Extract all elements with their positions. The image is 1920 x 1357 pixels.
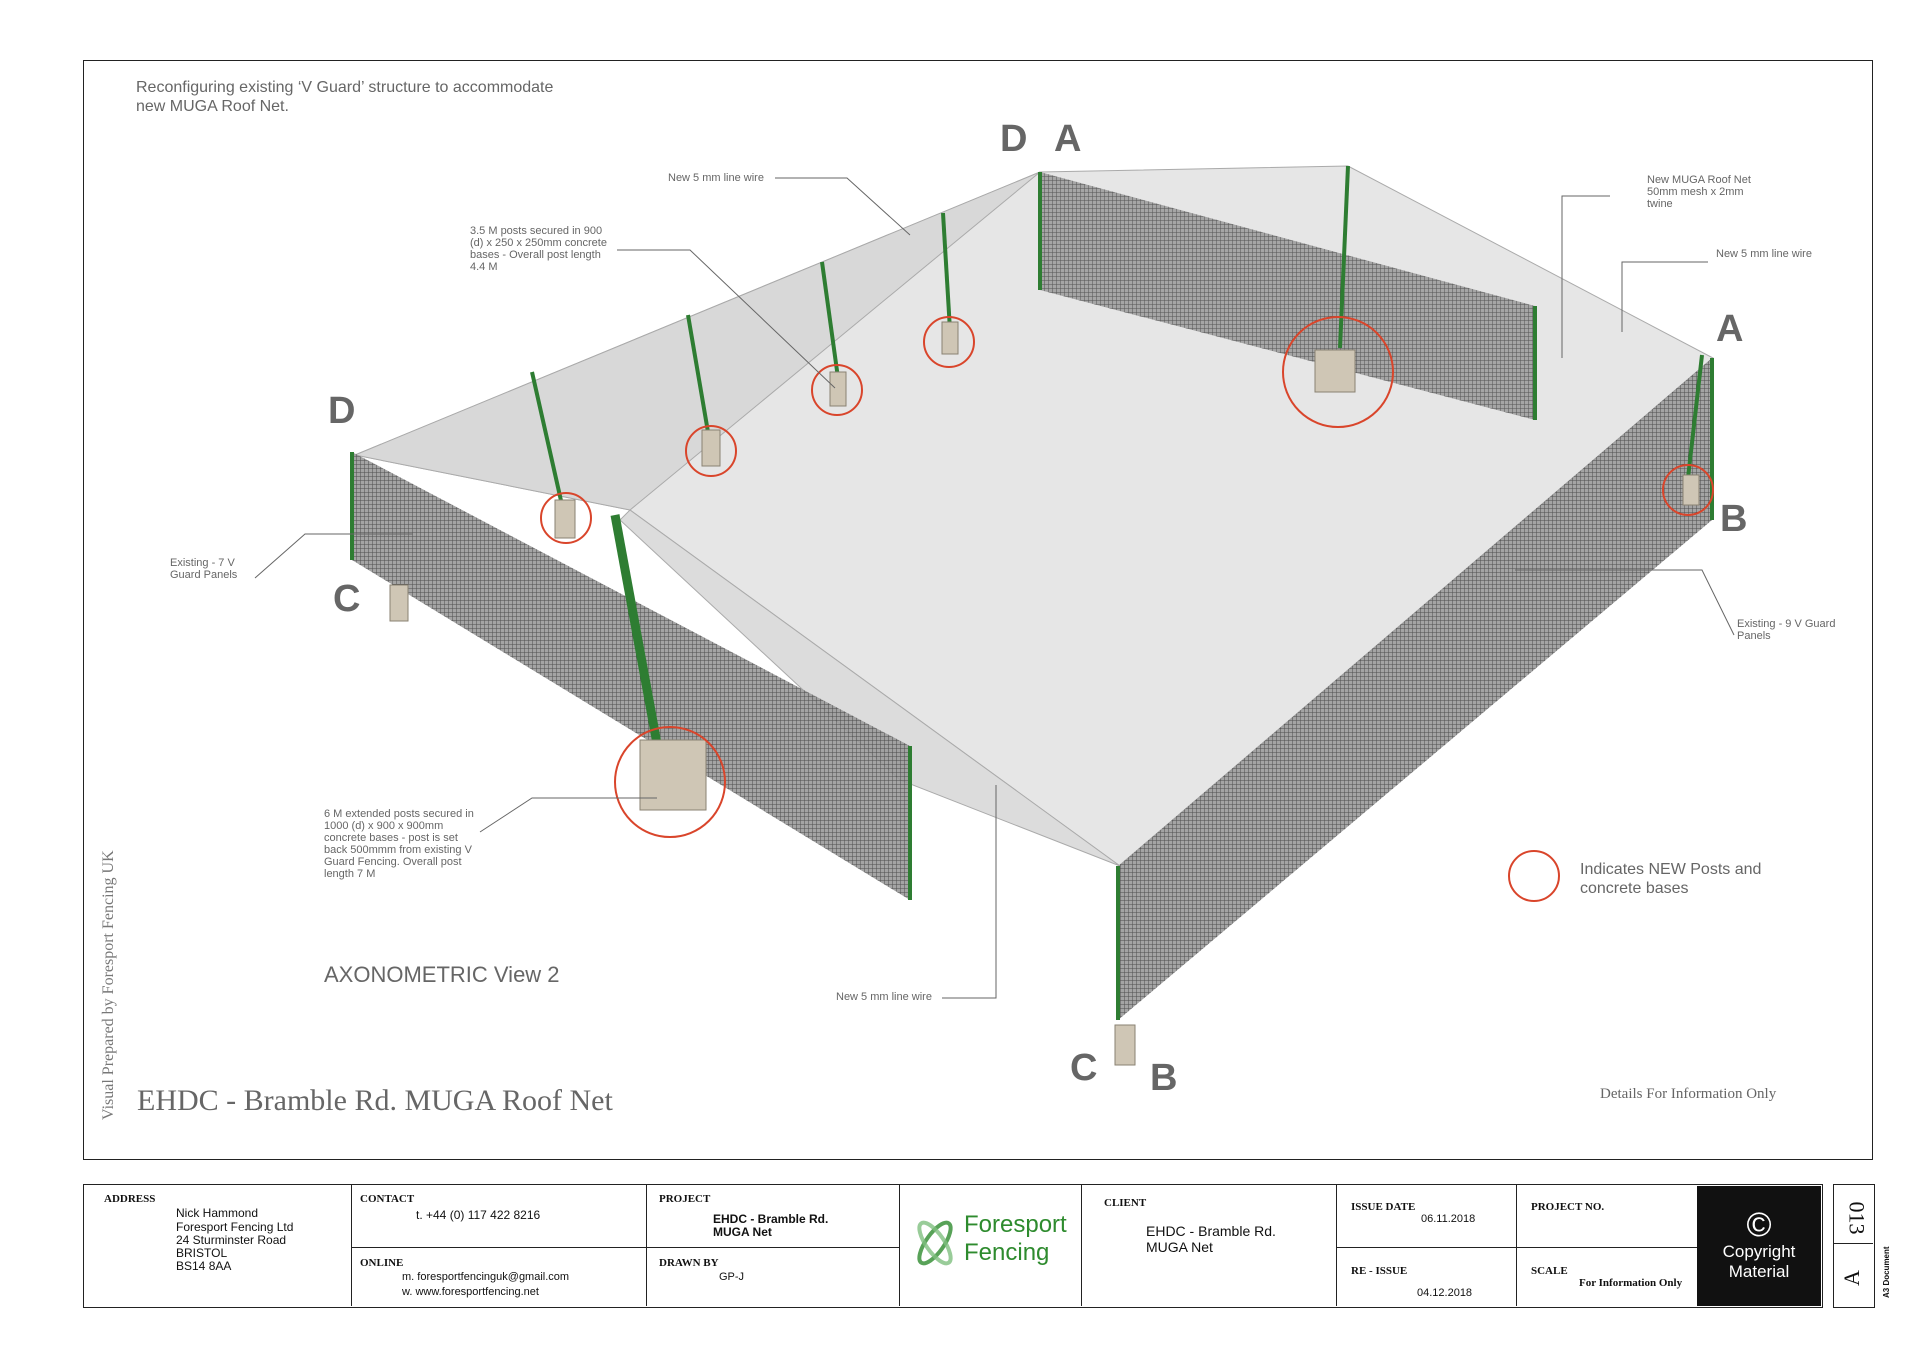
project-label: PROJECT: [659, 1193, 711, 1205]
client-label: CLIENT: [1104, 1197, 1147, 1209]
prepared-by: Visual Prepared by Foresport Fencing UK: [100, 850, 117, 1120]
project-name: MUGA Net: [713, 1225, 772, 1239]
drawing-description: Reconfiguring existing ‘V Guard’ structu…: [136, 79, 554, 115]
annotation-line-wire-top: New 5 mm line wire: [668, 172, 764, 184]
fence-right: [1118, 358, 1712, 1020]
legend-text: Indicates NEW Posts and concrete bases: [1580, 861, 1762, 897]
corner-label-a-top: A: [1054, 118, 1082, 160]
contact-cell: CONTACT t. +44 (0) 117 422 8216 ONLINE m…: [352, 1185, 647, 1306]
address-line: Nick Hammond: [176, 1206, 259, 1220]
issue-date: 06.11.2018: [1421, 1213, 1476, 1225]
project-no-cell: PROJECT NO. SCALE For Information Only: [1517, 1185, 1697, 1306]
logo-text: Foresport: [964, 1211, 1067, 1238]
legend-circle: [1508, 850, 1560, 902]
address-line: BRISTOL: [176, 1246, 228, 1260]
address-label: ADDRESS: [104, 1193, 156, 1205]
annotation-posts-3-5m: 3.5 M posts secured in 900 (d) x 250 x 2…: [470, 225, 607, 273]
annotation-line-wire-bottom: New 5 mm line wire: [836, 991, 932, 1003]
scale-value: For Information Only: [1579, 1277, 1683, 1289]
drawing-number: 013: [1844, 1201, 1870, 1235]
contact-label: CONTACT: [360, 1193, 415, 1205]
drawing-title: EHDC - Bramble Rd. MUGA Roof Net: [137, 1084, 613, 1117]
online-web[interactable]: w. www.foresportfencing.net: [402, 1286, 539, 1298]
revision-letter: A: [1838, 1270, 1864, 1286]
copyright-text: Material: [1728, 1262, 1790, 1281]
address-line: 24 Sturminster Road: [176, 1233, 287, 1247]
corner-label-d-top: D: [1000, 118, 1028, 160]
corner-label-b-right: B: [1720, 498, 1748, 540]
online-email[interactable]: m. foresportfencinguk@gmail.com: [402, 1271, 570, 1283]
copyright-icon: ©: [1746, 1206, 1772, 1244]
corner-label-a-right: A: [1716, 308, 1744, 350]
annotation-existing-9: Existing - 9 V Guard Panels: [1737, 618, 1836, 642]
address-line: BS14 8AA: [176, 1259, 232, 1273]
roof-net-left-slope: [353, 171, 1041, 511]
drawn-by: GP-J: [719, 1271, 745, 1283]
annotation-roof-net: New MUGA Roof Net 50mm mesh x 2mm twine: [1647, 174, 1751, 210]
project-cell: PROJECT EHDC - Bramble Rd. MUGA Net DRAW…: [647, 1185, 900, 1306]
client-cell: CLIENT EHDC - Bramble Rd. MUGA Net: [1082, 1185, 1337, 1306]
copyright-badge: © Copyright Material: [1697, 1186, 1821, 1306]
fence-left: [352, 452, 910, 900]
logo-cell: Foresport Fencing: [900, 1185, 1082, 1306]
scale-label: SCALE: [1531, 1265, 1568, 1277]
project-name: EHDC - Bramble Rd.: [713, 1212, 829, 1226]
drawing-frame: [83, 60, 1873, 1160]
contact-phone: t. +44 (0) 117 422 8216: [416, 1208, 541, 1222]
address-line: Foresport Fencing Ltd: [176, 1220, 294, 1234]
drawn-by-label: DRAWN BY: [659, 1257, 719, 1269]
view-label: AXONOMETRIC View 2: [324, 962, 560, 987]
annotation-line-wire-right: New 5 mm line wire: [1716, 248, 1812, 260]
annotation-existing-7: Existing - 7 V Guard Panels: [170, 557, 238, 581]
fence-back: [1040, 172, 1535, 420]
project-no-label: PROJECT NO.: [1531, 1201, 1605, 1213]
corner-label-c-bottom: C: [1070, 1047, 1098, 1089]
online-label: ONLINE: [360, 1257, 404, 1269]
issue-date-label: ISSUE DATE: [1351, 1201, 1416, 1213]
details-note: Details For Information Only: [1600, 1086, 1777, 1102]
corner-label-b-bottom: B: [1150, 1057, 1178, 1099]
address-cell: ADDRESS Nick Hammond Foresport Fencing L…: [84, 1185, 352, 1306]
drawing-number-box: 013 A: [1833, 1184, 1875, 1308]
reissue-date: 04.12.2018: [1417, 1287, 1473, 1299]
issue-cell: ISSUE DATE 06.11.2018 RE - ISSUE 04.12.2…: [1337, 1185, 1517, 1306]
corner-label-c-left: C: [333, 578, 361, 620]
annotation-posts-6m: 6 M extended posts secured in 1000 (d) x…: [324, 808, 474, 880]
client-name: EHDC - Bramble Rd.: [1146, 1223, 1276, 1239]
reissue-label: RE - ISSUE: [1351, 1265, 1408, 1277]
sheet-size: A3 Document: [1882, 1246, 1891, 1298]
client-name: MUGA Net: [1146, 1239, 1213, 1255]
title-block: ADDRESS Nick Hammond Foresport Fencing L…: [83, 1184, 1823, 1308]
foresport-logo-icon: [917, 1220, 953, 1266]
copyright-text: Copyright: [1722, 1242, 1796, 1261]
logo-text: Fencing: [964, 1239, 1050, 1266]
corner-label-d-left: D: [328, 390, 356, 432]
